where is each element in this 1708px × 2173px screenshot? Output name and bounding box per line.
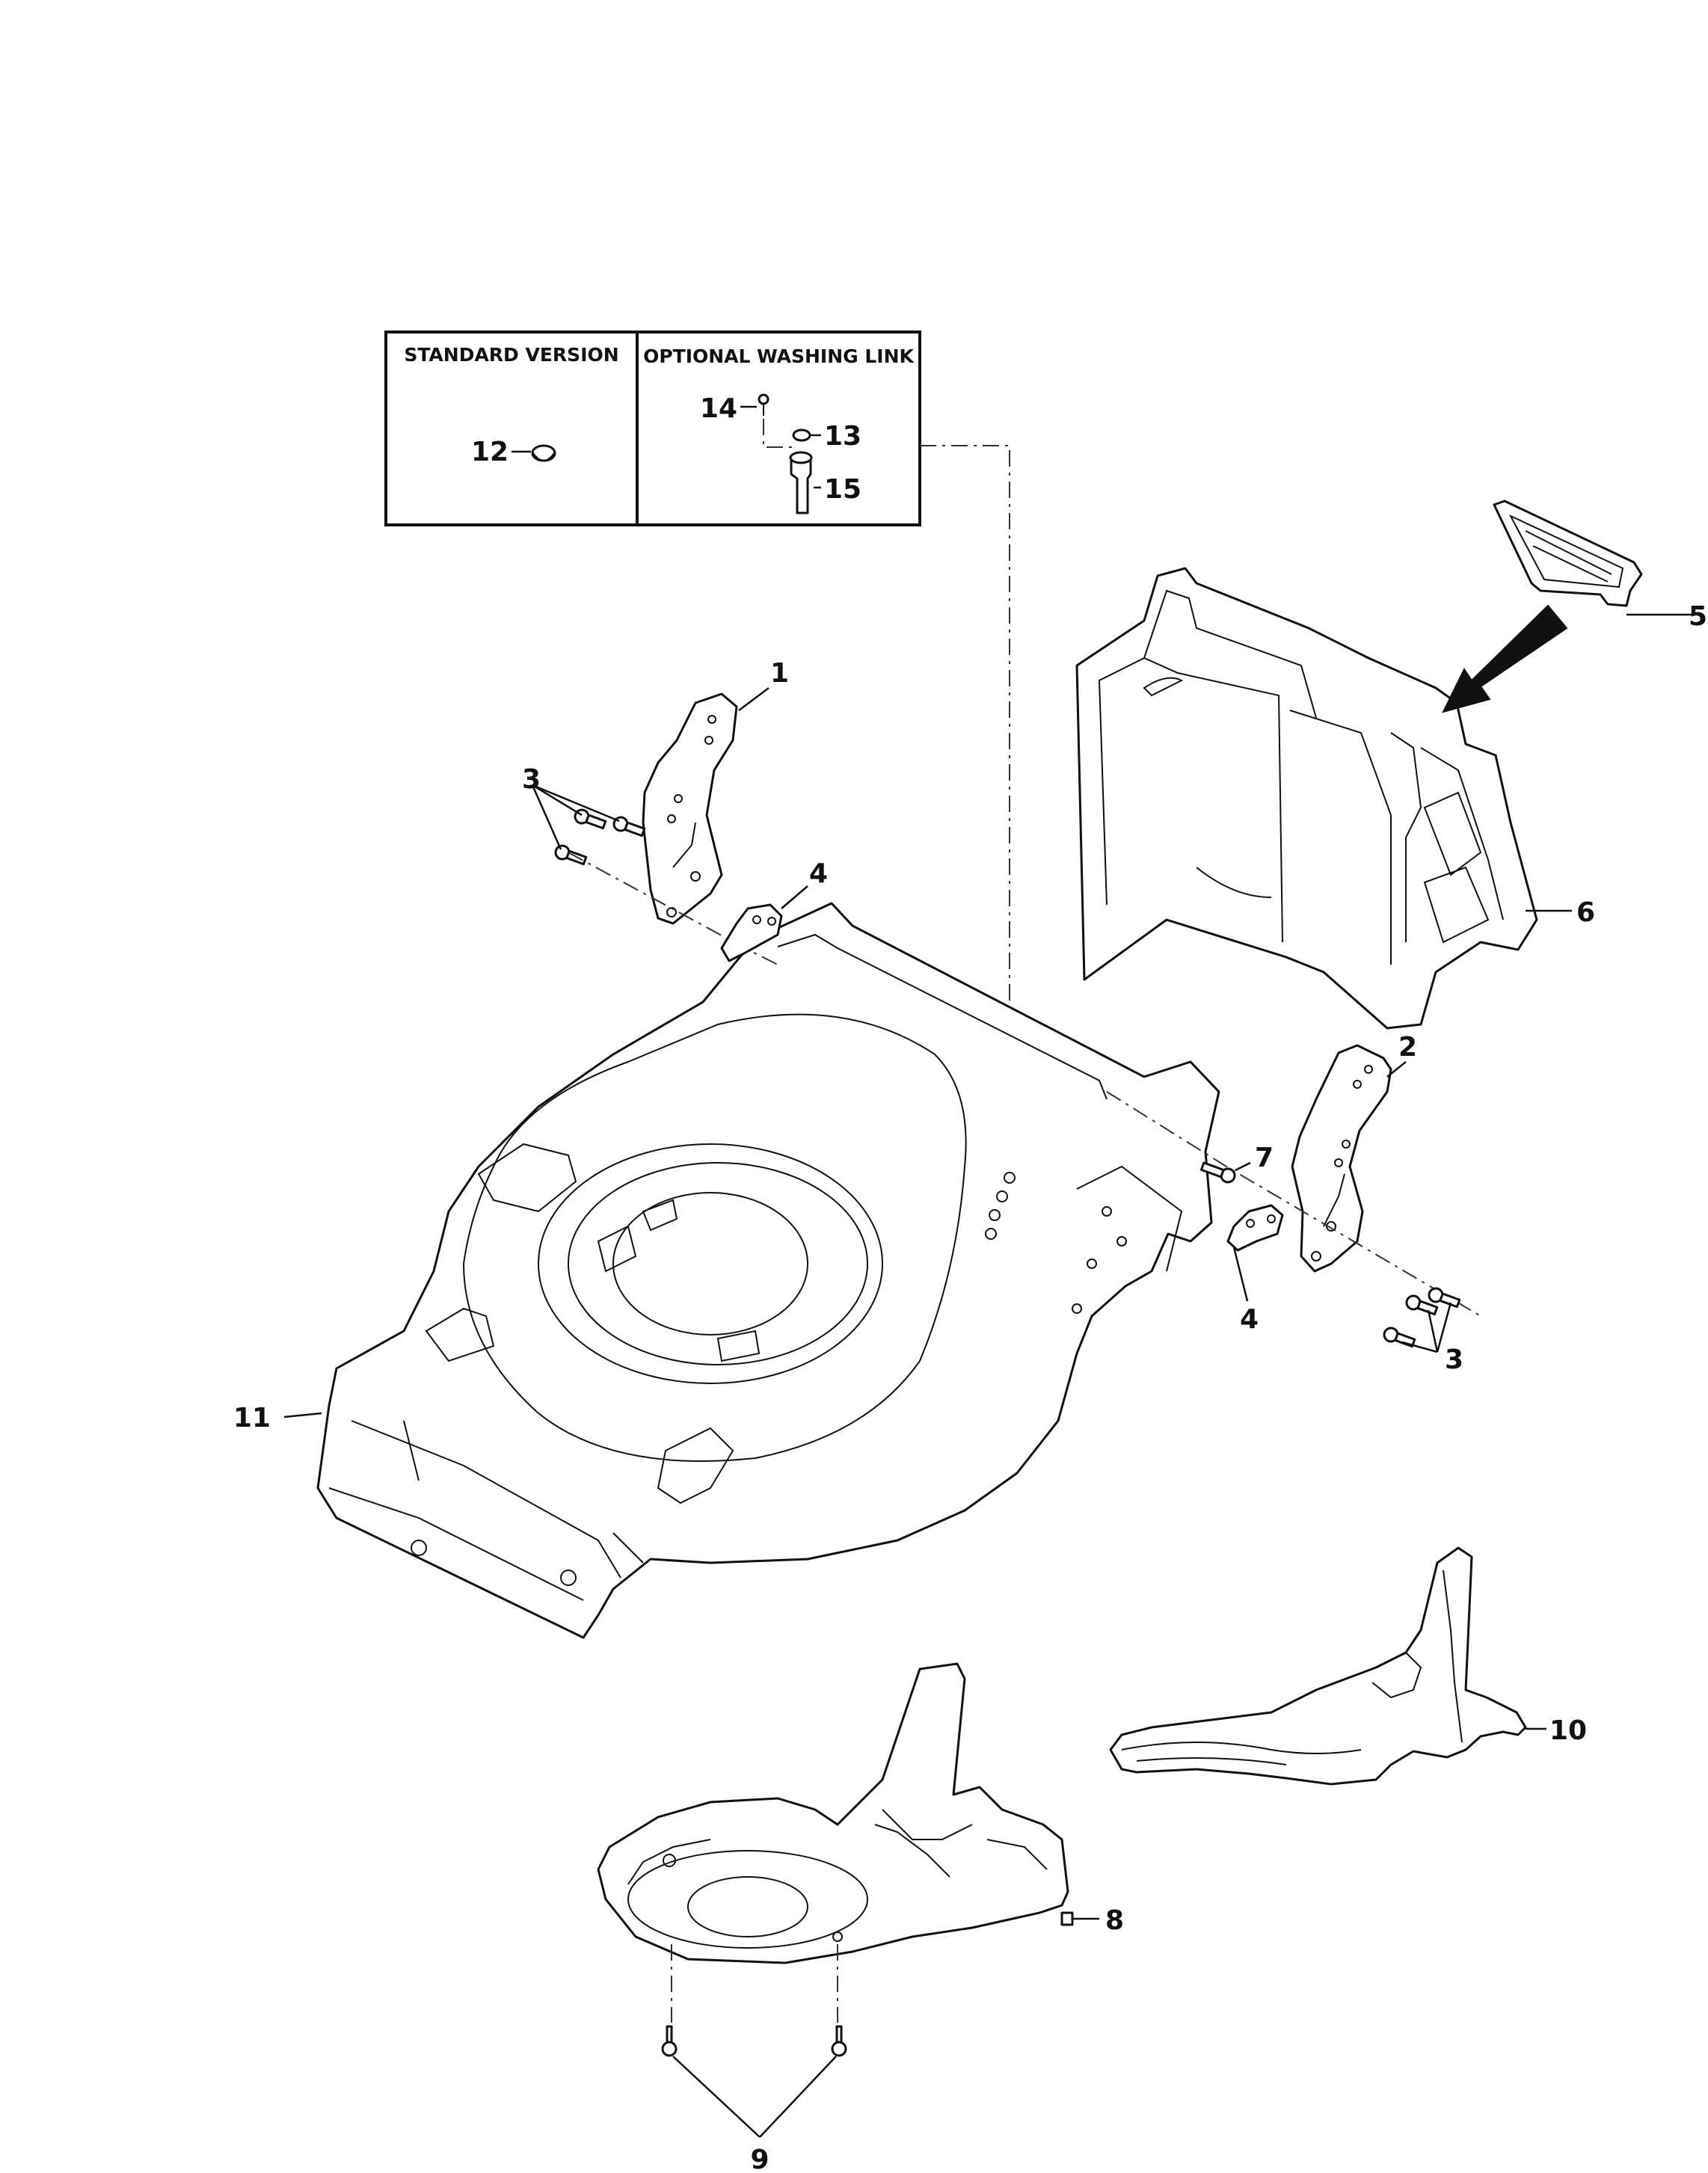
callout-11: 11 [233,1403,271,1433]
callout-1: 1 [770,658,789,689]
callout-4-right: 4 [1240,1304,1259,1335]
callout-6: 6 [1576,897,1595,928]
washer-part-13 [792,428,821,442]
mulching-plug-part-10 [1109,1546,1546,1786]
callout-8: 8 [1105,1905,1124,1936]
grass-box-part-6 [1075,567,1572,1030]
clip-part-4-left [720,885,808,962]
callout-4-left: 4 [809,858,828,889]
blade-shroud-part-8 [597,1662,1099,1964]
callout-5: 5 [1689,601,1707,632]
washing-link-leader [920,445,1010,1174]
right-alignment-leader [1106,1091,1481,1317]
standard-version-header: STANDARD VERSION [404,344,618,366]
callout-14: 14 [700,393,737,424]
callout-15: 15 [824,474,861,505]
callout-9: 9 [750,2145,769,2173]
callout-7: 7 [1255,1143,1274,1173]
handle-bracket-part-2 [1291,1044,1407,1273]
screws-part-9 [661,1944,847,2138]
callout-3-left: 3 [522,764,541,795]
plug-part-12 [512,444,556,462]
callout-10: 10 [1549,1715,1587,1746]
screws-part-3-right [1383,1287,1461,1353]
handle-bracket-part-1 [642,687,769,925]
optional-washing-link-header: OPTIONAL WASHING LINK [643,345,915,367]
insertion-arrow [1442,604,1568,713]
washing-connector-part-15 [789,451,821,514]
clip-part-4-right [1226,1204,1284,1302]
screw-part-14 [740,393,794,448]
callout-12: 12 [471,437,509,467]
callout-13: 13 [824,421,861,452]
mower-deck-part-11 [283,902,1220,1639]
version-inset-box: STANDARD VERSION OPTIONAL WASHING LINK 1… [384,331,921,526]
grass-box-lid-part-5 [1493,500,1692,616]
screw-part-7 [1199,1161,1251,1184]
callout-3-right: 3 [1445,1344,1463,1375]
callout-2: 2 [1398,1032,1417,1063]
